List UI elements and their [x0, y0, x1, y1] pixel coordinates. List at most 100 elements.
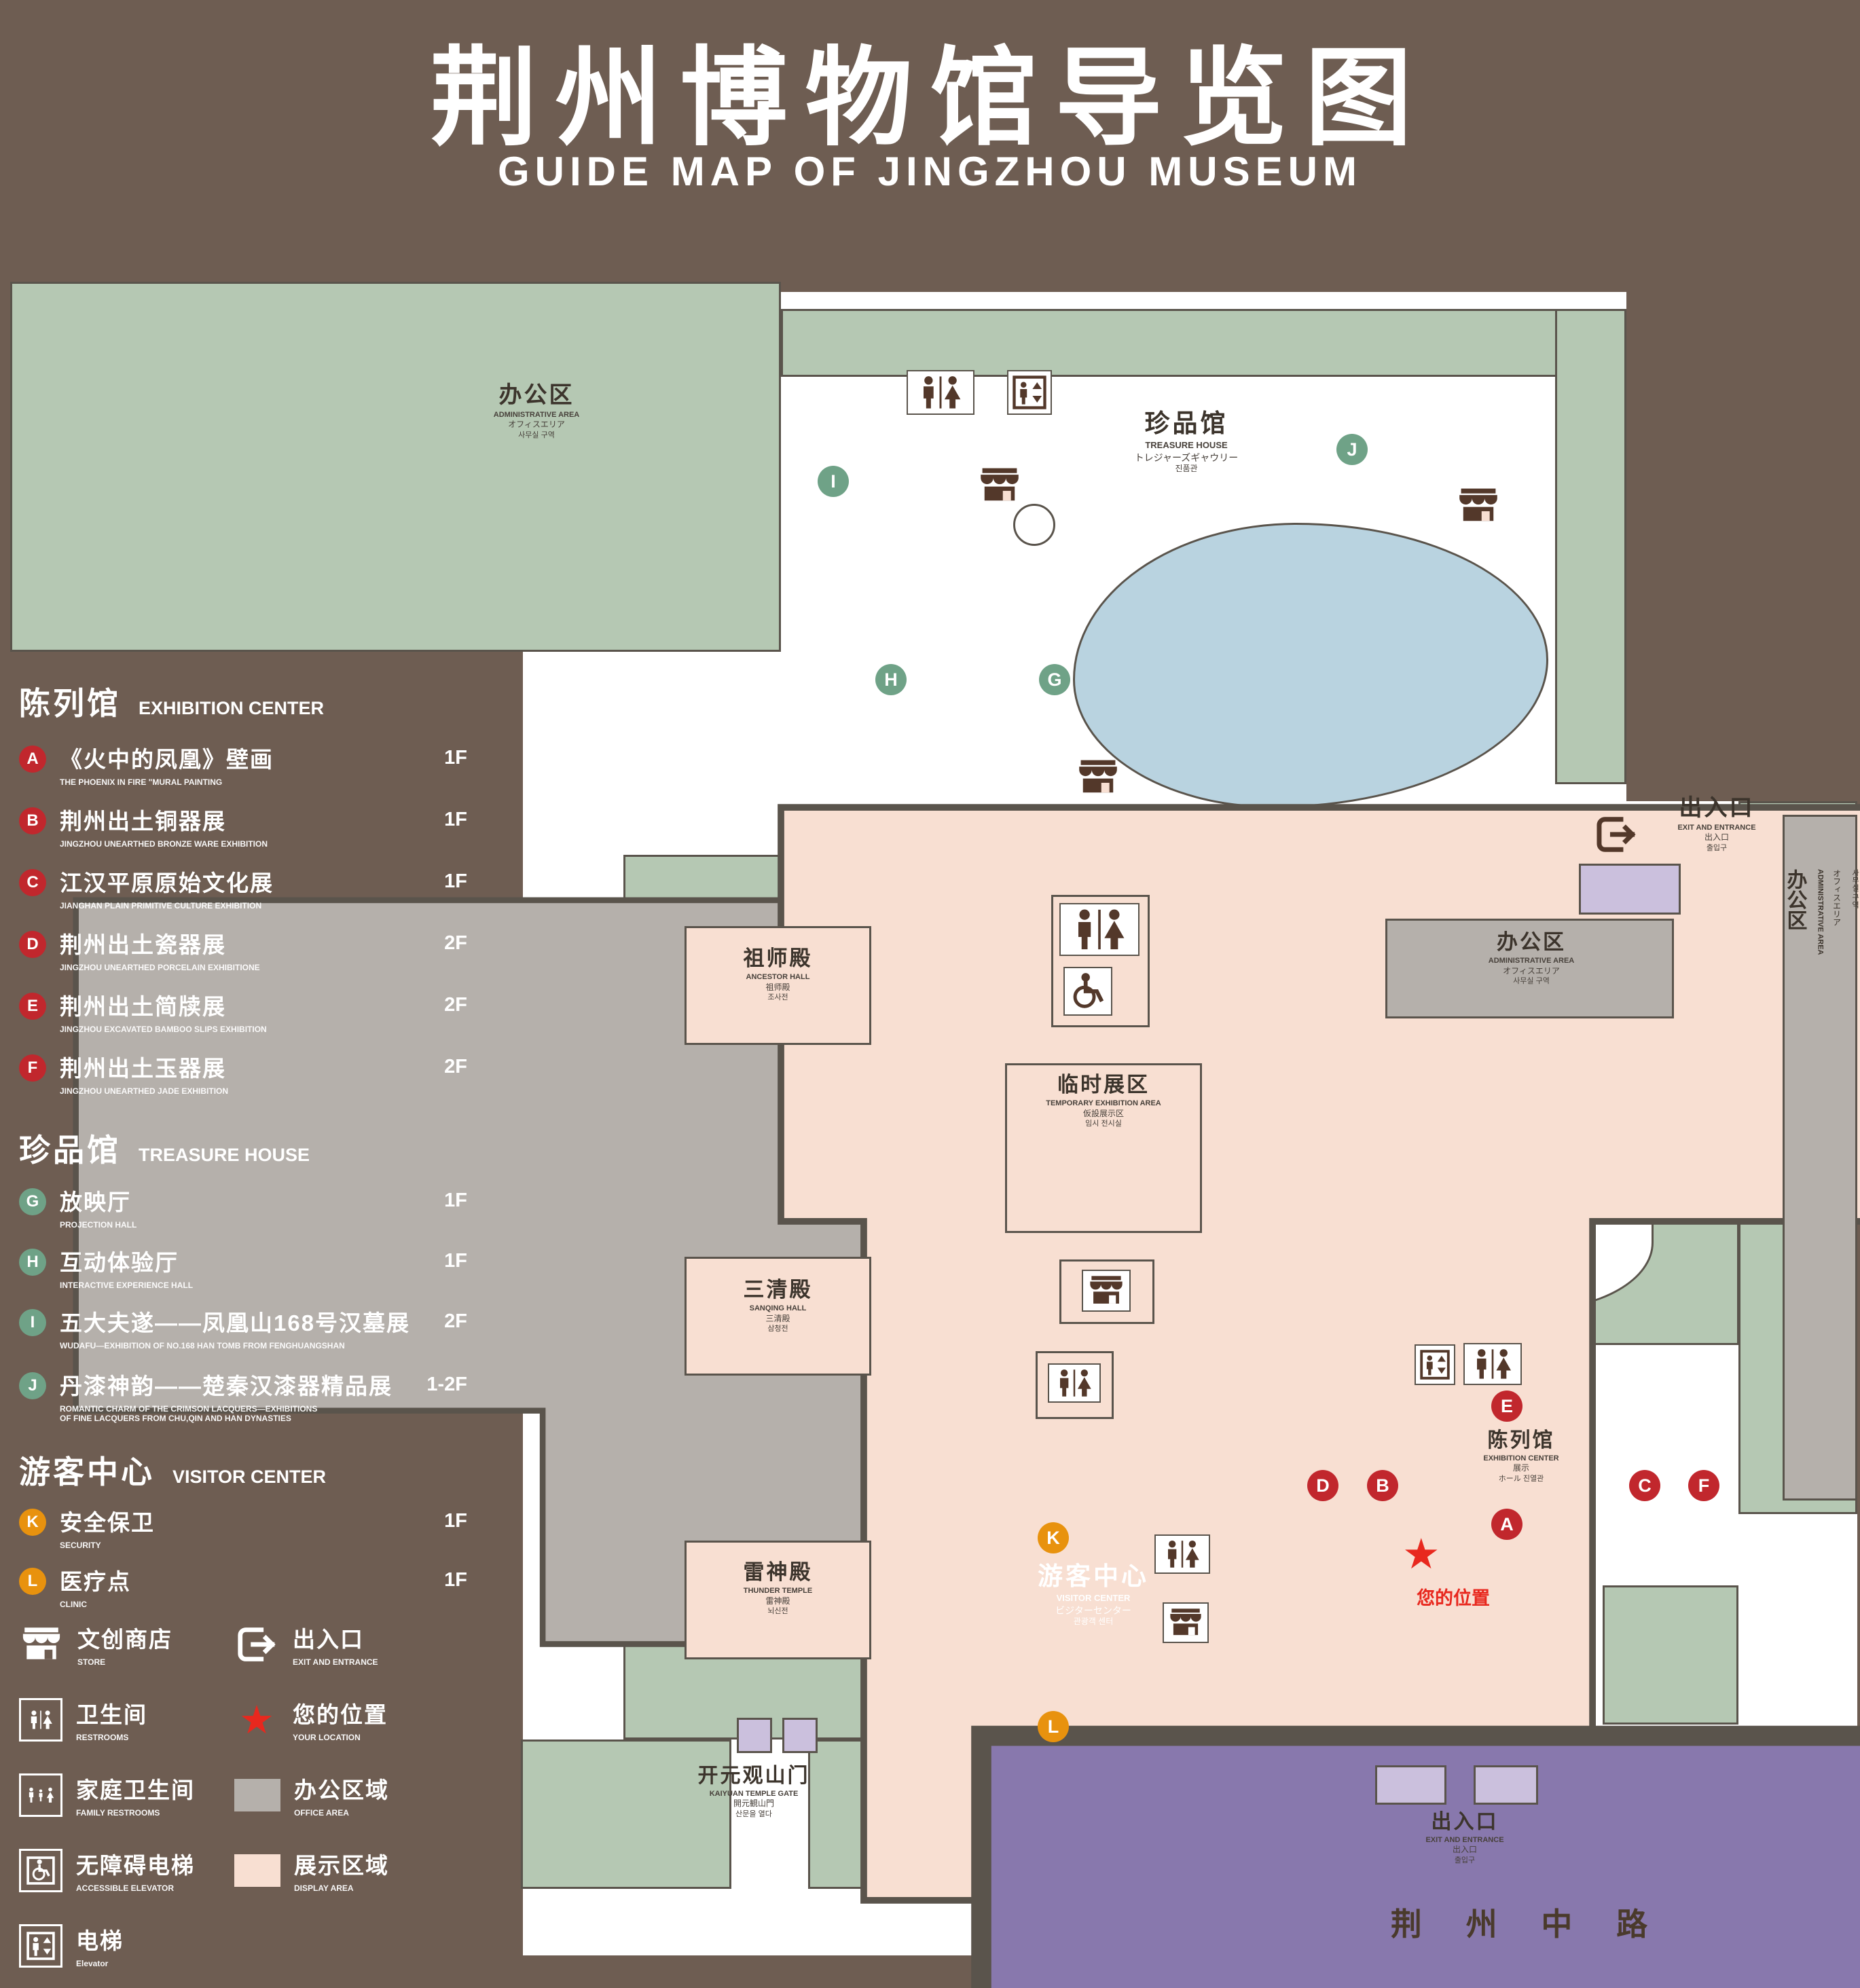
- admin-top-label: 办公区 ADMINISTRATIVE AREA オフィスエリア 사무실 구역: [493, 382, 580, 440]
- legend-marker-l: L: [19, 1568, 46, 1595]
- lawn-exhibition-right: [1603, 1585, 1738, 1725]
- marker-b: B: [1367, 1470, 1398, 1501]
- store-icon: [1163, 1602, 1209, 1643]
- exit-icon: [234, 1623, 279, 1666]
- floor-label: 1F: [444, 1250, 467, 1272]
- exit-icon: [1594, 815, 1638, 854]
- floor-label: 1F: [444, 747, 467, 769]
- lawn-top-left: [10, 282, 781, 652]
- floor-label: 2F: [444, 1056, 467, 1078]
- gate-label: 开元观山门 KAIYUAN TEMPLE GATE 開元観山門 산문을 열다: [697, 1765, 810, 1818]
- marker-i: I: [818, 466, 849, 497]
- exit-right-label: 出入口 EXIT AND ENTRANCE 出入口 출입구: [1677, 795, 1756, 853]
- lawn-bottom-left: [521, 1740, 731, 1889]
- legend-marker-a: A: [19, 746, 46, 773]
- ancestor-hall-label: 祖师殿 ANCESTOR HALL 祖师殿 조사전: [743, 946, 813, 1002]
- entrance-block: [1579, 864, 1681, 915]
- marker-f: F: [1688, 1470, 1719, 1501]
- building-temporary-area: [1005, 1063, 1202, 1233]
- floor-label: 1F: [444, 1569, 467, 1591]
- pond: [1073, 523, 1548, 808]
- marker-d: D: [1307, 1470, 1338, 1501]
- gate-block-left: [737, 1718, 772, 1753]
- legend-section-treasure: 珍品馆 TREASURE HOUSE: [19, 1133, 310, 1168]
- accessible-icon: [1063, 967, 1112, 1016]
- office-area-swatch: [234, 1778, 280, 1811]
- building-sanqing-hall: [685, 1257, 871, 1376]
- restroom-icon: [1154, 1534, 1210, 1574]
- store-icon: [1457, 487, 1500, 524]
- lawn-treasure-top: [781, 309, 1626, 377]
- legend-marker-c: C: [19, 869, 46, 896]
- road-name: 荆 州 中 路: [1390, 1907, 1666, 1942]
- floor-label: 1F: [444, 1190, 467, 1211]
- admin-right-label: 办公区 ADMINISTRATIVE AREA オフィスエリア 사무실 구역: [1488, 930, 1575, 986]
- legend-marker-j: J: [19, 1372, 46, 1399]
- legend-marker-b: B: [19, 807, 46, 834]
- floor-label: 1F: [444, 870, 467, 892]
- temporary-area-label: 临时展区 TEMPORARY EXHIBITION AREA 仮設展示区 임시 …: [1046, 1073, 1161, 1128]
- building-admin-right: [1385, 919, 1674, 1018]
- marker-c: C: [1629, 1470, 1660, 1501]
- building-visitor-center: [971, 1725, 1860, 1988]
- restroom-icon: [1463, 1343, 1522, 1385]
- lawn-treasure-right: [1555, 309, 1626, 784]
- floor-label: 2F: [444, 1310, 467, 1332]
- restroom-icon: [1059, 903, 1139, 956]
- exit-bottom-block-left: [1375, 1765, 1446, 1805]
- marker-a: A: [1491, 1509, 1522, 1540]
- floor-label: 1-2F: [426, 1374, 467, 1395]
- restroom-icon: [1048, 1363, 1101, 1403]
- sanqing-hall-label: 三清殿 SANQING HALL 三清殿 삼청전: [743, 1278, 813, 1333]
- treasure-house-label: 珍品馆 TREASURE HOUSE トレジャーズギャウリー 진품관: [1134, 409, 1239, 474]
- exhibition-center-label: 陈列馆 EXHIBITION CENTER 展示 ホール 진열관: [1483, 1429, 1559, 1483]
- accessible-elevator-icon: [19, 1848, 62, 1892]
- legend-marker-k: K: [19, 1509, 46, 1536]
- marker-g: G: [1039, 664, 1070, 695]
- your-location-star-icon: ★: [239, 1696, 274, 1743]
- floor-label: 2F: [444, 932, 467, 954]
- legend-section-exhibition: 陈列馆 EXHIBITION CENTER: [19, 686, 325, 721]
- marker-l: L: [1038, 1711, 1069, 1742]
- store-icon: [1076, 759, 1120, 796]
- legend-marker-g: G: [19, 1188, 46, 1215]
- floor-label: 2F: [444, 994, 467, 1016]
- display-area-swatch: [234, 1854, 280, 1887]
- store-icon: [1082, 1270, 1131, 1312]
- elevator-icon: [19, 1923, 62, 1968]
- gate-block-right: [782, 1718, 818, 1753]
- legend-marker-d: D: [19, 931, 46, 958]
- admin-strip-label: 办公区 ADMINISTRATIVE AREA オフィスエリア 사무실 구역: [1783, 869, 1859, 955]
- page-subtitle: GUIDE MAP OF JINGZHOU MUSEUM: [498, 149, 1362, 194]
- restroom-icon: [19, 1697, 62, 1742]
- building-ancestor-hall: [685, 926, 871, 1045]
- page-title: 荆州博物馆导览图: [430, 39, 1430, 158]
- elevator-icon: [1007, 370, 1052, 415]
- marker-k: K: [1038, 1522, 1069, 1553]
- floor-label: 1F: [444, 1510, 467, 1532]
- restroom-icon: [907, 370, 974, 415]
- marker-e: E: [1491, 1391, 1522, 1422]
- your-location-label: 您的位置: [1417, 1588, 1490, 1608]
- store-icon: [978, 467, 1021, 504]
- your-location-star-icon: ★: [1402, 1529, 1440, 1579]
- marker-j: J: [1336, 434, 1368, 465]
- exit-bottom-label: 出入口 EXIT AND ENTRANCE 出入口 출입구: [1425, 1811, 1504, 1864]
